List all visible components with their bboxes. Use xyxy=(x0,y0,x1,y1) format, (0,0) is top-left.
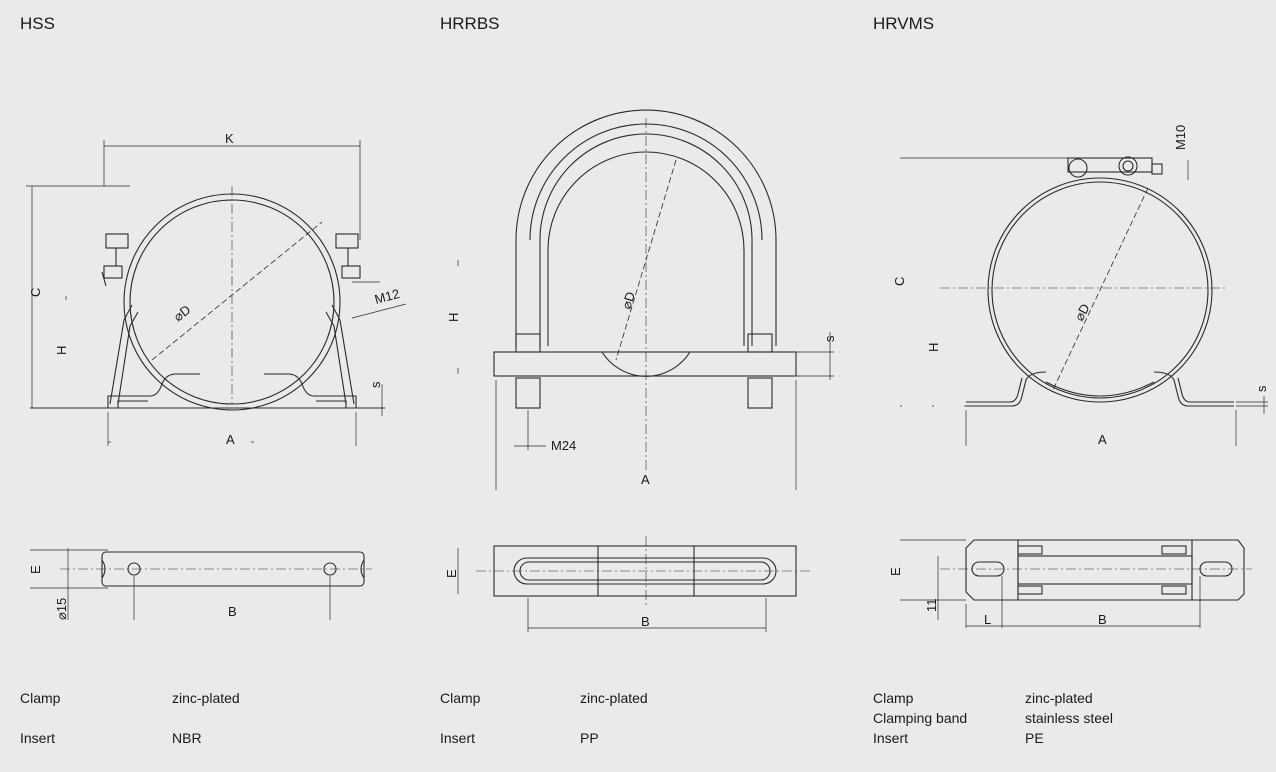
hrvms-dim-l: L xyxy=(984,612,991,627)
hrrbs-front-view xyxy=(457,109,834,490)
hrrbs-title: HRRBS xyxy=(440,14,500,33)
spec-label: Clamp xyxy=(440,690,481,706)
hrvms-dim-m10: M10 xyxy=(1173,125,1188,150)
spec-label: Clamp xyxy=(873,690,914,706)
spec-row: Insert PE xyxy=(873,728,1113,748)
hrvms-dim-11: 11 xyxy=(924,599,939,613)
spec-row: Clamp zinc-plated xyxy=(20,688,240,708)
hss-dim-a: A xyxy=(226,432,235,447)
hrrbs-plan-view xyxy=(457,536,812,632)
hss-front-view xyxy=(26,140,407,446)
hrvms-dim-b: B xyxy=(1098,612,1107,627)
hss-dim-m12: M12 xyxy=(373,286,401,307)
hrvms-dim-s: s xyxy=(1254,385,1269,392)
hss-dim-e: E xyxy=(28,565,43,574)
hrvms-dim-d: ⌀D xyxy=(1071,301,1092,323)
hss-dim-d15: ⌀15 xyxy=(54,598,69,620)
hrrbs-dim-d: ⌀D xyxy=(619,290,639,311)
hrvms-dim-h: H xyxy=(926,343,941,352)
hss-specs: Clamp zinc-plated Insert NBR xyxy=(20,688,240,748)
hrrbs-dim-m24: M24 xyxy=(551,438,576,453)
hrvms-dim-e: E xyxy=(888,567,903,576)
spec-label: Insert xyxy=(20,730,56,746)
spec-label: Insert xyxy=(873,730,909,746)
hrvms-title: HRVMS xyxy=(873,14,935,33)
spec-value: zinc-plated xyxy=(1025,690,1093,706)
spec-label: Clamp xyxy=(20,690,61,706)
spec-value: PP xyxy=(580,730,599,746)
hrrbs-dim-h: H xyxy=(446,313,461,322)
hss-dim-b: B xyxy=(228,604,237,619)
hss-plan-view xyxy=(30,548,372,620)
spec-value: PE xyxy=(1025,730,1044,746)
hrrbs-dim-s: s xyxy=(822,335,837,342)
spec-value: zinc-plated xyxy=(172,690,240,706)
hrvms-dim-a: A xyxy=(1098,432,1107,447)
hss-dim-k: K xyxy=(225,131,234,146)
spec-row: Clamp zinc-plated xyxy=(440,688,648,708)
hrvms-dim-c: C xyxy=(892,277,907,286)
spec-value: NBR xyxy=(172,730,202,746)
spec-label: Insert xyxy=(440,730,476,746)
hss-dim-d: ⌀D xyxy=(171,302,194,324)
spec-row: Clamping band stainless steel xyxy=(873,708,1113,728)
hrrbs-dim-a: A xyxy=(641,472,650,487)
hrrbs-dim-e: E xyxy=(444,569,459,578)
hss-dim-c: C xyxy=(28,288,43,297)
hrrbs-specs: Clamp zinc-plated Insert PP xyxy=(440,688,648,748)
spec-value: stainless steel xyxy=(1025,710,1113,726)
spec-row: Insert NBR xyxy=(20,728,240,748)
hrvms-specs: Clamp zinc-plated Clamping band stainles… xyxy=(873,688,1113,748)
hss-title: HSS xyxy=(20,14,55,33)
spec-row: Clamp zinc-plated xyxy=(873,688,1113,708)
hrrbs-dim-b: B xyxy=(641,614,650,629)
hss-dim-h: H xyxy=(54,346,69,355)
spec-row: Insert PP xyxy=(440,728,648,748)
hrvms-plan-view xyxy=(900,539,1252,628)
spec-label: Clamping band xyxy=(873,710,968,726)
spec-value: zinc-plated xyxy=(580,690,648,706)
hrvms-front-view xyxy=(900,156,1268,446)
hss-dim-s: s xyxy=(368,381,383,388)
